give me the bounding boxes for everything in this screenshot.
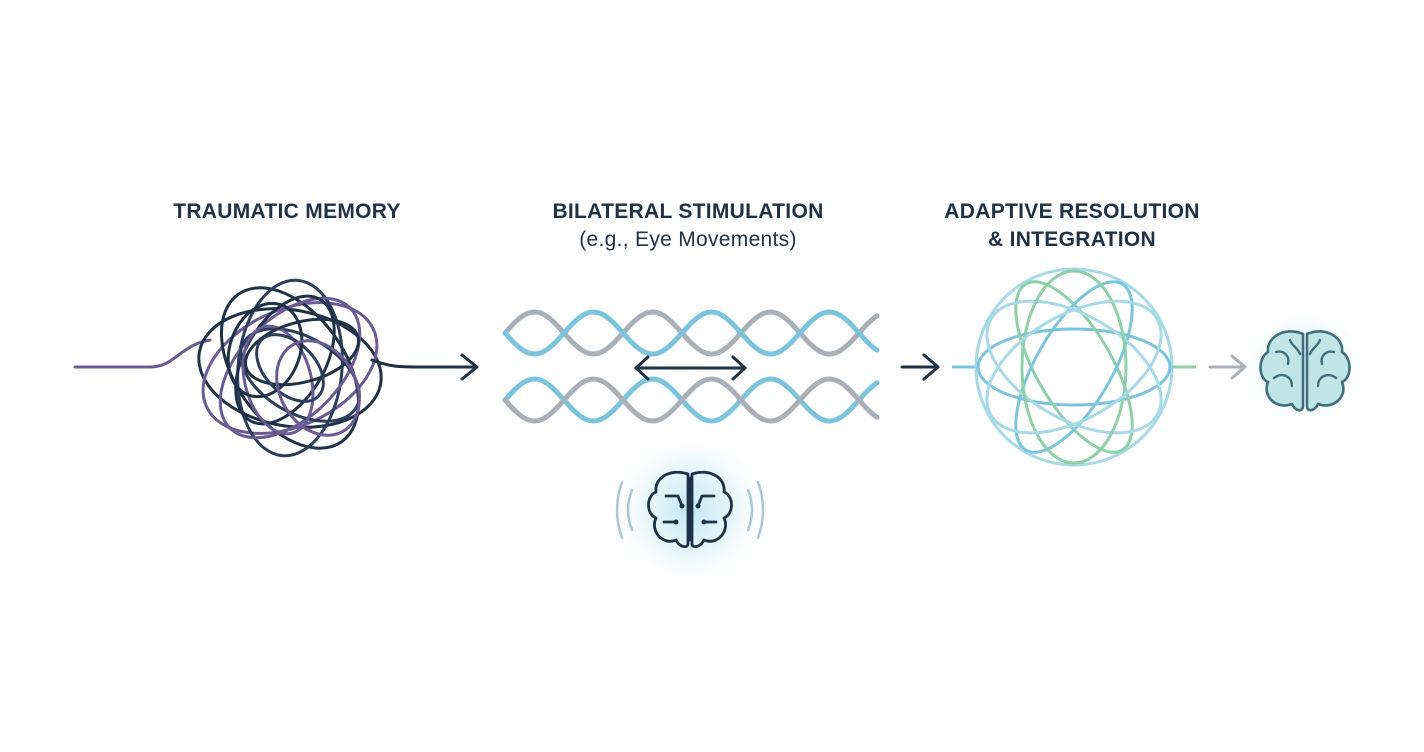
double-arrow-icon: [634, 355, 747, 381]
wave-bottom-blue: [502, 376, 880, 424]
traumatic-memory-tangle: [73, 278, 479, 458]
arrow-2: [900, 353, 940, 381]
wave-top-blue: [502, 309, 880, 357]
stage-2-subtitle: (e.g., Eye Movements): [579, 228, 797, 251]
wave-bottom-gray: [502, 376, 880, 424]
brain-icon: [1243, 305, 1367, 429]
stage-2-title: BILATERAL STIMULATION: [552, 200, 824, 223]
wave-top-gray: [502, 309, 880, 357]
input-thread: [73, 338, 212, 369]
tangled-knot-icon: [197, 278, 383, 458]
stage-3-title-line2: & INTEGRATION: [987, 228, 1156, 251]
wave-lines-icon: [502, 309, 880, 424]
stage-2-label: BILATERAL STIMULATION (e.g., Eye Movemen…: [538, 198, 838, 254]
arrow-3: [1208, 354, 1247, 380]
stage-3-label: ADAPTIVE RESOLUTION & INTEGRATION: [922, 198, 1222, 254]
stage-1-title: TRAUMATIC MEMORY: [173, 200, 401, 223]
brain-circuit-icon: [612, 432, 768, 588]
arrow-head-1: [460, 353, 479, 381]
output-thread: [370, 358, 478, 369]
integrated-knot-icon: [952, 267, 1196, 467]
stage-1-label: TRAUMATIC MEMORY: [137, 198, 437, 226]
stage-3-title: ADAPTIVE RESOLUTION: [944, 200, 1200, 223]
